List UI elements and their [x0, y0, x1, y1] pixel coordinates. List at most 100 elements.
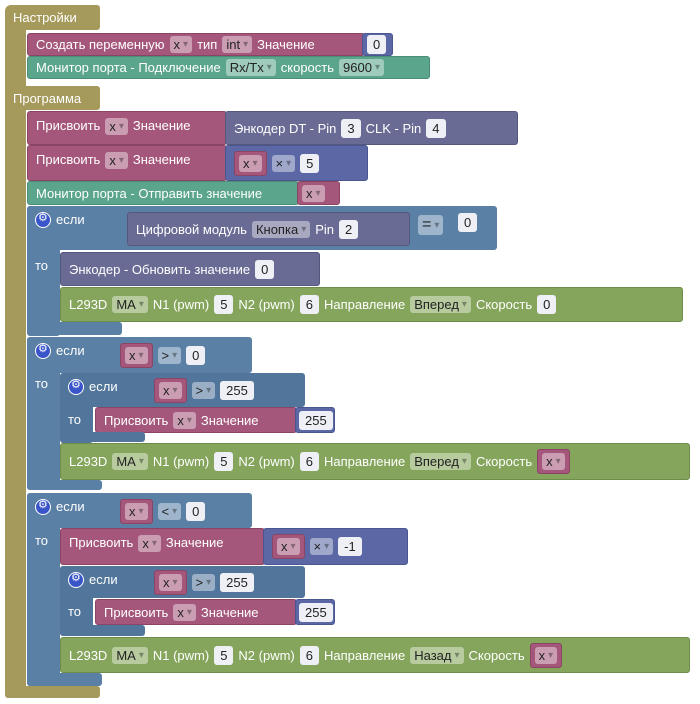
- create-variable-block[interactable]: Создать переменную x тип int Значение: [27, 33, 365, 56]
- speed-dropdown[interactable]: 9600: [339, 59, 384, 76]
- n2-field[interactable]: 6: [299, 645, 319, 665]
- operator-dropdown[interactable]: ×: [309, 538, 334, 555]
- variable-dropdown[interactable]: x: [169, 36, 193, 53]
- variable-block[interactable]: x: [154, 570, 187, 595]
- assign-block[interactable]: Присвоить x Значение: [60, 528, 265, 565]
- serial-print-block[interactable]: Монитор порта - Отправить значение: [27, 181, 299, 205]
- operator-dropdown[interactable]: <: [157, 502, 182, 520]
- encoder-update-block[interactable]: Энкодер - Обновить значение 0: [60, 252, 320, 286]
- variable-dropdown[interactable]: x: [534, 646, 558, 664]
- direction-dropdown[interactable]: Вперед: [410, 296, 471, 313]
- label: Значение: [132, 152, 191, 167]
- label: Присвоить: [104, 412, 169, 428]
- gear-icon[interactable]: [68, 378, 84, 395]
- label: CLK - Pin: [365, 120, 422, 136]
- program-block-header[interactable]: Программа: [5, 86, 100, 110]
- variable-dropdown[interactable]: x: [159, 574, 182, 591]
- motor-block[interactable]: L293D MA N1 (pwm) 5 N2 (pwm) 6 Направлен…: [60, 287, 683, 322]
- gear-icon[interactable]: [35, 342, 51, 359]
- variable-block[interactable]: x: [272, 534, 305, 559]
- variable-dropdown[interactable]: x: [277, 538, 300, 555]
- label: Энкодер DT - Pin: [234, 120, 337, 136]
- motor-dropdown[interactable]: MA: [112, 646, 148, 664]
- module-dropdown[interactable]: Кнопка: [251, 220, 311, 238]
- number-field[interactable]: 0: [186, 501, 206, 521]
- assign-block[interactable]: Присвоить x Значение: [95, 407, 297, 433]
- compare-operator-dropdown[interactable]: =: [418, 215, 444, 235]
- variable-block[interactable]: x: [529, 642, 563, 668]
- direction-dropdown[interactable]: Вперед: [410, 453, 471, 470]
- variable-dropdown[interactable]: x: [125, 346, 148, 364]
- variable-dropdown[interactable]: x: [542, 453, 565, 470]
- gear-icon[interactable]: [68, 571, 84, 588]
- variable-dropdown[interactable]: x: [173, 411, 196, 429]
- direction-dropdown[interactable]: Назад: [410, 646, 464, 664]
- number-field[interactable]: 0: [458, 213, 478, 232]
- assign-block[interactable]: Присвоить x Значение: [95, 599, 297, 625]
- number-field[interactable]: 255: [220, 380, 254, 400]
- n1-field[interactable]: 5: [214, 452, 234, 471]
- variable-block[interactable]: x: [537, 449, 570, 474]
- number-block[interactable]: 0: [362, 33, 393, 56]
- operator-dropdown[interactable]: ×: [271, 154, 296, 172]
- assign-block[interactable]: Присвоить x Значение: [27, 145, 227, 181]
- variable-block[interactable]: x: [120, 498, 153, 524]
- number-field[interactable]: 5: [300, 153, 320, 173]
- number-field[interactable]: 255: [220, 573, 254, 592]
- compare-block[interactable]: x > 255: [152, 376, 302, 404]
- variable-dropdown[interactable]: x: [138, 535, 161, 552]
- operator-dropdown[interactable]: >: [191, 381, 216, 399]
- label: Присвоить: [36, 118, 101, 133]
- label: Направление: [324, 297, 406, 312]
- then-label: то: [35, 258, 49, 273]
- n1-field[interactable]: 5: [214, 645, 234, 665]
- port-dropdown[interactable]: Rx/Tx: [225, 59, 276, 76]
- number-block[interactable]: 255: [295, 407, 335, 433]
- serial-begin-block[interactable]: Монитор порта - Подключение Rx/Tx скорос…: [27, 56, 430, 79]
- motor-dropdown[interactable]: MA: [112, 296, 148, 313]
- digital-module-block[interactable]: Цифровой модуль Кнопка Pin 2: [127, 212, 410, 246]
- math-block[interactable]: x × 5: [225, 145, 368, 181]
- variable-dropdown[interactable]: x: [105, 152, 128, 169]
- motor-block[interactable]: L293D MA N1 (pwm) 5 N2 (pwm) 6 Направлен…: [60, 443, 690, 480]
- math-block[interactable]: x × -1: [263, 528, 408, 565]
- compare-block[interactable]: x > 0: [118, 341, 248, 369]
- variable-block[interactable]: x: [154, 377, 187, 403]
- n2-field[interactable]: 6: [299, 295, 319, 314]
- clk-pin-field[interactable]: 4: [426, 118, 446, 138]
- motor-block[interactable]: L293D MA N1 (pwm) 5 N2 (pwm) 6 Направлен…: [60, 637, 690, 673]
- variable-block[interactable]: x: [234, 150, 267, 176]
- number-field[interactable]: 0: [367, 35, 387, 54]
- variable-dropdown[interactable]: x: [173, 603, 196, 621]
- operator-dropdown[interactable]: >: [191, 574, 216, 591]
- number-field[interactable]: -1: [338, 537, 362, 556]
- variable-dropdown[interactable]: x: [302, 184, 325, 202]
- number-block[interactable]: 255: [295, 599, 335, 625]
- operator-dropdown[interactable]: >: [157, 346, 182, 364]
- setup-block-header[interactable]: Настройки: [5, 5, 100, 30]
- n2-field[interactable]: 6: [299, 452, 319, 471]
- variable-dropdown[interactable]: x: [125, 502, 148, 520]
- label: Создать переменную: [36, 37, 165, 52]
- number-field[interactable]: 255: [299, 410, 333, 430]
- dt-pin-field[interactable]: 3: [341, 118, 361, 138]
- gear-icon[interactable]: [35, 211, 51, 228]
- number-field[interactable]: 0: [186, 345, 206, 365]
- gear-icon[interactable]: [35, 498, 51, 515]
- variable-block[interactable]: x: [297, 181, 340, 205]
- number-field[interactable]: 255: [299, 602, 333, 622]
- encoder-read-block[interactable]: Энкодер DT - Pin 3 CLK - Pin 4: [225, 111, 518, 145]
- pin-field[interactable]: 2: [339, 219, 359, 239]
- speed-field[interactable]: 0: [537, 295, 557, 314]
- motor-dropdown[interactable]: MA: [112, 453, 148, 470]
- compare-block[interactable]: x > 255: [152, 569, 302, 596]
- variable-dropdown[interactable]: x: [105, 118, 128, 135]
- assign-block[interactable]: Присвоить x Значение: [27, 111, 227, 145]
- compare-block[interactable]: x < 0: [118, 497, 248, 525]
- type-dropdown[interactable]: int: [222, 36, 253, 53]
- variable-block[interactable]: x: [120, 342, 153, 368]
- number-field[interactable]: 0: [255, 259, 275, 279]
- variable-dropdown[interactable]: x: [239, 154, 262, 172]
- variable-dropdown[interactable]: x: [159, 381, 182, 399]
- n1-field[interactable]: 5: [214, 295, 234, 314]
